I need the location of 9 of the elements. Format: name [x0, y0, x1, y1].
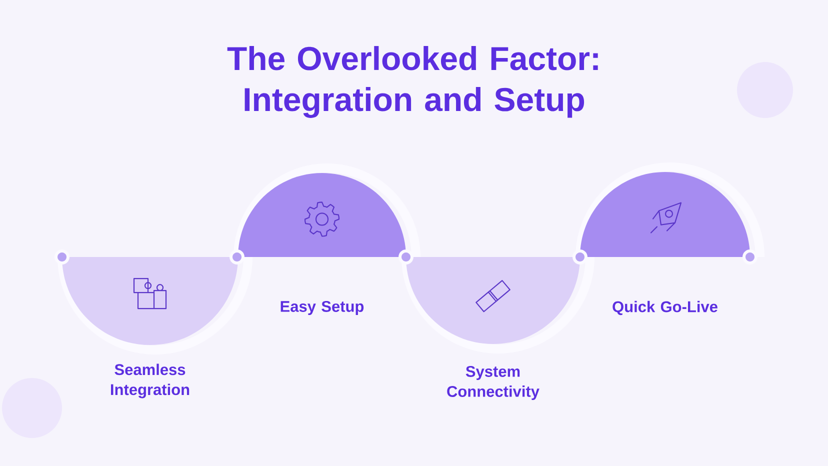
step-label: Seamless Integration: [111, 364, 190, 398]
semicircle-panel: [580, 172, 750, 257]
step-label: Easy Setup: [280, 300, 364, 315]
step-label: System Connectivity: [447, 366, 540, 400]
step-label: Quick Go-Live: [612, 300, 718, 316]
title: The Overlooked Factor: Integration and Setup: [227, 46, 598, 118]
semicircle-panel: [406, 257, 580, 344]
semicircle-panel: [238, 173, 406, 257]
semicircle-panel: [62, 257, 238, 345]
